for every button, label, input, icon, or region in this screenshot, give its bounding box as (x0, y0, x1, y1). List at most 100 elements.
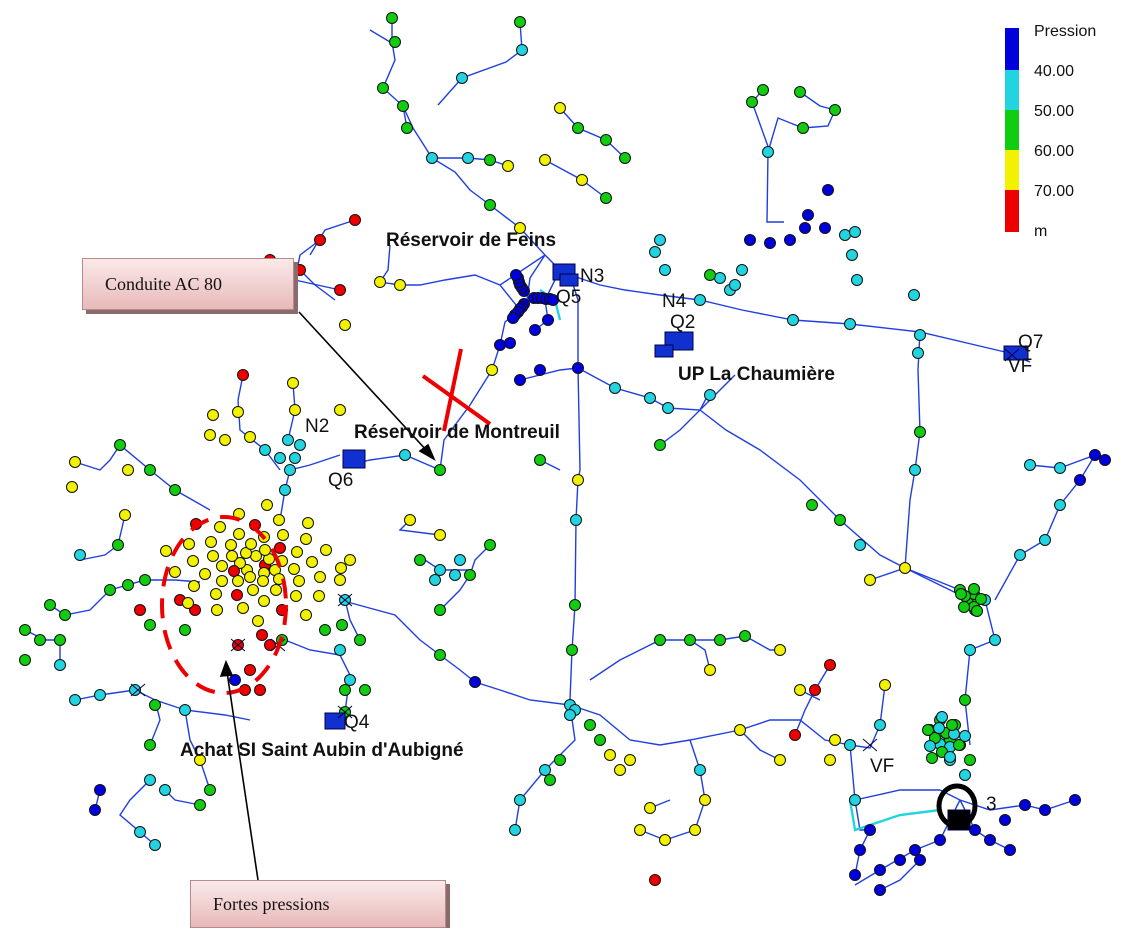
pipe-segment (339, 599, 571, 706)
junction-node (844, 739, 856, 751)
junction-node (944, 751, 956, 763)
junction-node (1074, 474, 1086, 486)
junction-node (600, 192, 612, 204)
junction-node (714, 634, 726, 646)
junction-node (924, 740, 936, 752)
junction-node (514, 16, 526, 28)
pipe-segment (849, 684, 886, 749)
junction-node (302, 517, 314, 529)
legend-tick-70: 70.00 (1034, 183, 1074, 200)
junction-node (144, 774, 156, 786)
junction-node (149, 699, 161, 711)
junction-node (694, 294, 706, 306)
legend-swatch-green (1005, 110, 1019, 150)
junction-node (300, 609, 312, 621)
junction-node (794, 86, 806, 98)
junction-node (293, 575, 305, 587)
junction-node (933, 722, 945, 734)
junction-node (572, 122, 584, 134)
junction-node (874, 864, 886, 876)
junction-node (279, 484, 291, 496)
pump-icon (559, 273, 579, 287)
junction-node (1039, 804, 1051, 816)
junction-node (259, 544, 271, 556)
junction-node (762, 146, 774, 158)
junction-node (734, 724, 746, 736)
cut-pipe-x-mark (421, 348, 492, 432)
junction-node (274, 452, 286, 464)
pipe-segment (544, 159, 607, 199)
junction-node (644, 802, 656, 814)
junction-node (226, 550, 238, 562)
junction-node (234, 557, 246, 569)
valve-icon (337, 705, 353, 719)
junction-node (834, 514, 846, 526)
junction-node (270, 584, 282, 596)
junction-node (572, 474, 584, 486)
junction-node (654, 634, 666, 646)
junction-node (797, 122, 809, 134)
junction-node (1099, 454, 1111, 466)
junction-node (864, 824, 876, 836)
junction-node (434, 529, 446, 541)
junction-node (926, 752, 938, 764)
valve-icon (337, 593, 353, 607)
junction-node (284, 464, 296, 476)
junction-node (228, 565, 240, 577)
pipe-segment (119, 444, 211, 511)
junction-node (34, 634, 46, 646)
junction-node (66, 481, 78, 493)
junction-node (288, 563, 300, 575)
junction-node (484, 199, 496, 211)
pipe-segment (559, 107, 626, 159)
junction-node (799, 222, 811, 234)
junction-node (169, 566, 181, 578)
junction-node (344, 674, 356, 686)
junction-node (714, 272, 726, 284)
junction-node (806, 499, 818, 511)
junction-node (122, 464, 134, 476)
label-reservoir-montreuil: Réservoir de Montreuil (354, 422, 560, 443)
junction-node (849, 869, 861, 881)
junction-node (134, 604, 146, 616)
junction-node (849, 794, 861, 806)
junction-node (291, 546, 303, 558)
junction-node (244, 431, 256, 443)
junction-node (69, 456, 81, 468)
junction-node (229, 674, 241, 686)
pipe-segment (589, 639, 690, 681)
legend-swatch-cyan (1005, 70, 1019, 110)
junction-node (955, 588, 967, 600)
junction-node (264, 639, 276, 651)
junction-node (576, 174, 588, 186)
junction-nodes (19, 12, 1111, 896)
junction-node (787, 314, 799, 326)
tank-south-ring (936, 783, 978, 829)
junction-node (207, 409, 219, 421)
junction-node (314, 234, 326, 246)
junction-node (659, 264, 671, 276)
junction-node (462, 152, 474, 164)
junction-node (256, 629, 268, 641)
junction-node (300, 533, 312, 545)
junction-node (659, 834, 671, 846)
junction-node (129, 684, 141, 696)
legend-swatch-blue (1005, 28, 1019, 70)
junction-node (19, 654, 31, 666)
pipe-segment (74, 444, 121, 471)
label-vf-east: VF (1008, 356, 1032, 377)
junction-node (306, 556, 318, 568)
pipe-segment (534, 269, 561, 331)
junction-node (839, 229, 851, 241)
junction-node (204, 429, 216, 441)
label-reservoir-feins: Réservoir de Feins (386, 230, 556, 251)
junction-node (704, 389, 716, 401)
junction-node (502, 160, 514, 172)
junction-node (510, 269, 522, 281)
label-q6: Q6 (328, 470, 353, 491)
junction-node (879, 679, 891, 691)
junction-node (359, 684, 371, 696)
junction-node (507, 312, 519, 324)
pipe-segment (437, 21, 523, 106)
